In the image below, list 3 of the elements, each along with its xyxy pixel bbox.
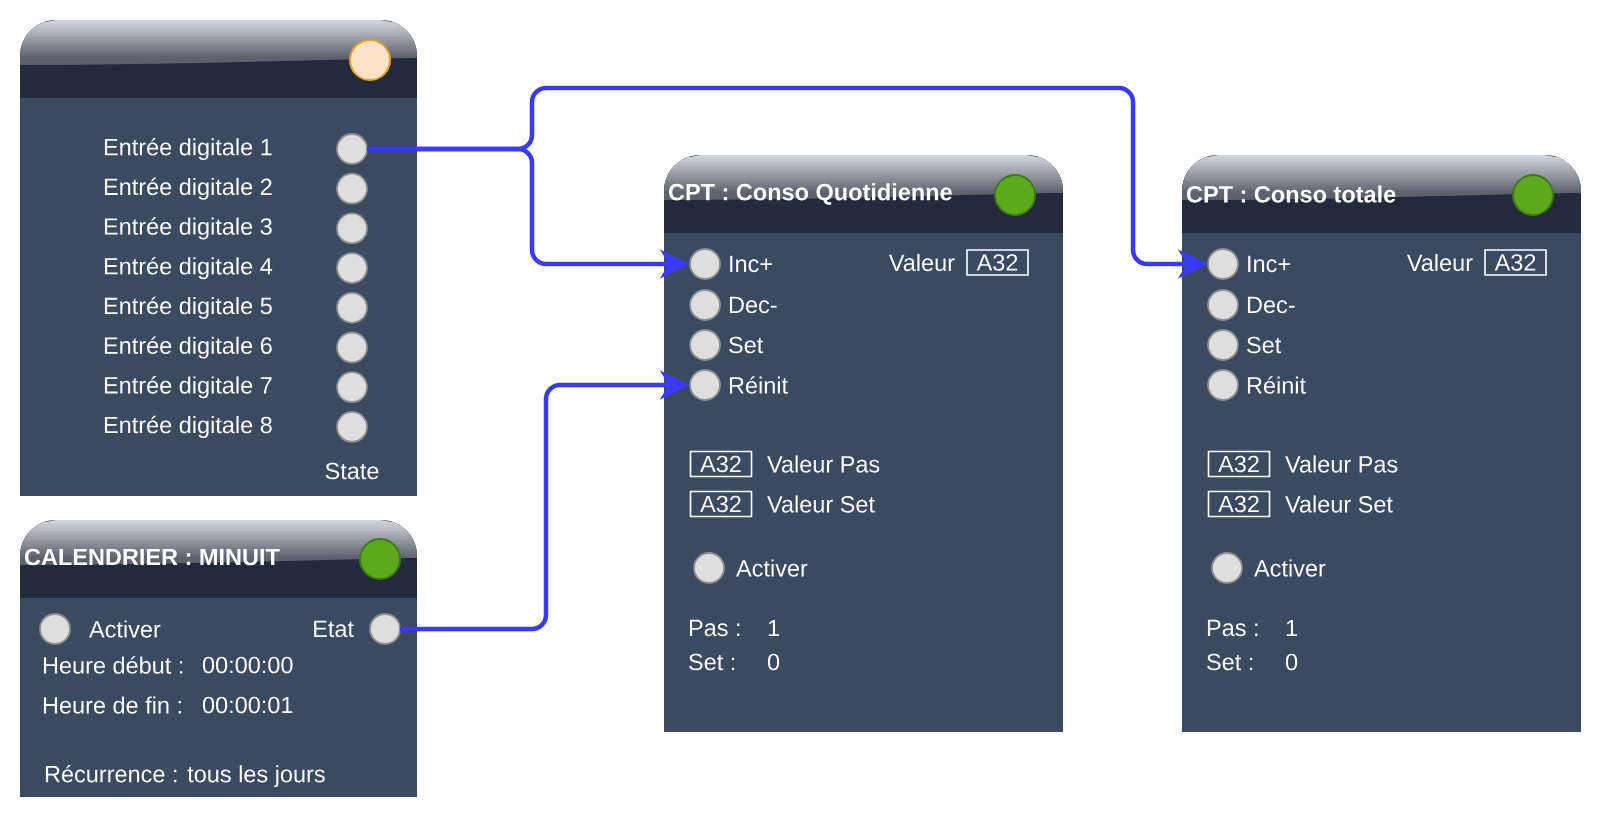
block-title: CPT : Conso totale [1186, 185, 1396, 203]
block-title: CALENDRIER : MINUIT [24, 548, 280, 566]
block-title: CPT : Conso Quotidienne [668, 183, 952, 205]
